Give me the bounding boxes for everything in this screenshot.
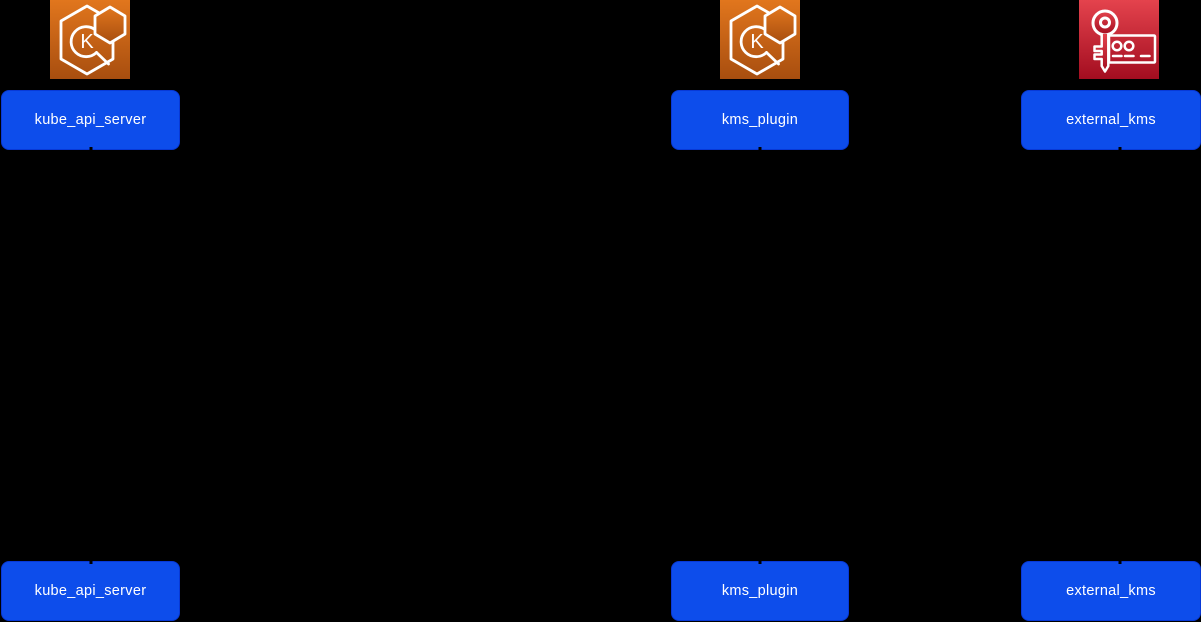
actor-label: external_kms: [1066, 583, 1156, 599]
actor-label: kms_plugin: [721, 583, 799, 599]
actor-top-kms-plugin: kms_plugin: [671, 90, 849, 150]
eks-icon: K: [50, 0, 130, 79]
actor-top-kube-api-server: kube_api_server: [1, 90, 180, 150]
eks-icon-letter: K: [750, 31, 764, 53]
actor-bottom-external-kms: external_kms: [1021, 561, 1201, 621]
actor-label: kms_plugin: [721, 112, 799, 128]
actor-top-external-kms: external_kms: [1021, 90, 1201, 150]
actor-bottom-kube-api-server: kube_api_server: [1, 561, 180, 621]
actor-label: kube_api_server: [34, 583, 147, 599]
actor-bottom-kms-plugin: kms_plugin: [671, 561, 849, 621]
actor-label: external_kms: [1066, 112, 1156, 128]
eks-icon-letter: K: [80, 31, 94, 53]
eks-icon: K: [720, 0, 800, 79]
actor-label: kube_api_server: [34, 112, 147, 128]
kms-icon: [1079, 0, 1159, 79]
